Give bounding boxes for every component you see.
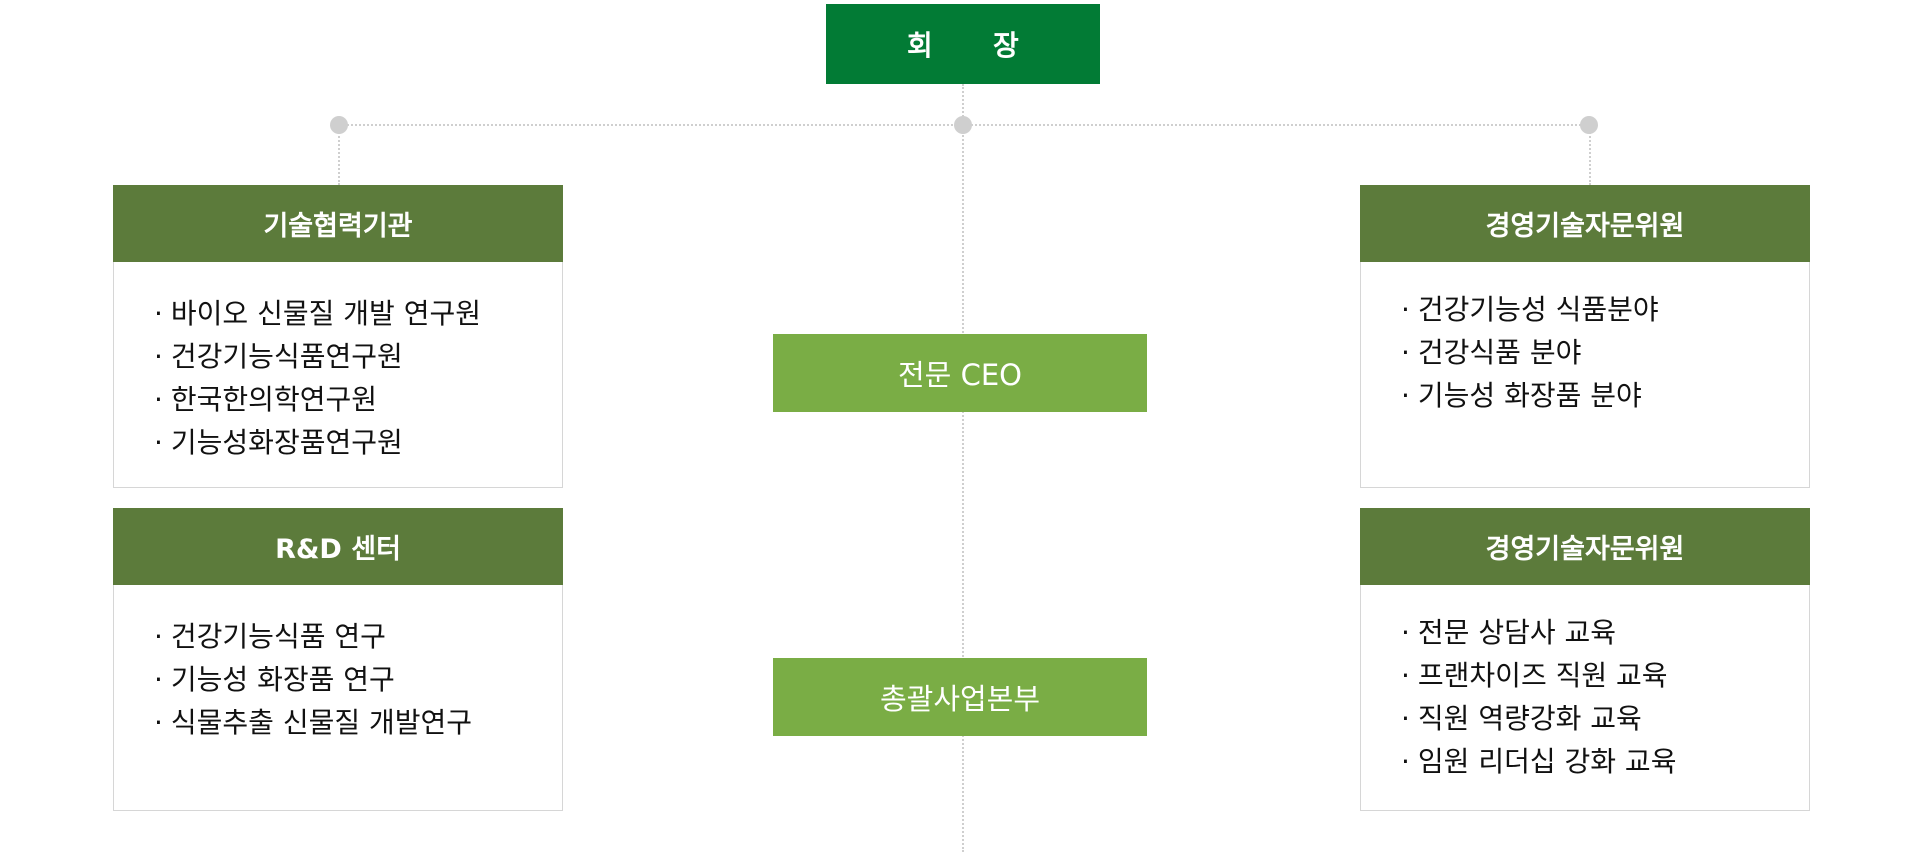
list-item: 건강기능성 식품분야	[1401, 288, 1809, 331]
ceo-box: 전문 CEO	[773, 334, 1147, 412]
connector-node-center	[954, 116, 972, 134]
list-item: 기능성화장품연구원	[154, 421, 562, 464]
list-item: 한국한의학연구원	[154, 378, 562, 421]
advisory-committee-card: 경영기술자문위원 건강기능성 식품분야 건강식품 분야 기능성 화장품 분야	[1360, 185, 1810, 488]
list-item: 프랜차이즈 직원 교육	[1401, 654, 1809, 697]
connector-right-drop	[1589, 125, 1591, 185]
card-list: 전문 상담사 교육 프랜차이즈 직원 교육 직원 역량강화 교육 임원 리더십 …	[1361, 585, 1809, 783]
card-list: 건강기능성 식품분야 건강식품 분야 기능성 화장품 분야	[1361, 262, 1809, 417]
list-item: 건강식품 분야	[1401, 331, 1809, 374]
chairman-label-left: 회	[907, 29, 933, 62]
connector-node-left	[330, 116, 348, 134]
chairman-box: 회 장	[826, 4, 1100, 84]
card-title: 경영기술자문위원	[1360, 185, 1810, 262]
card-list: 건강기능식품 연구 기능성 화장품 연구 식물추출 신물질 개발연구	[114, 585, 562, 744]
connector-left-drop	[338, 125, 340, 185]
list-item: 전문 상담사 교육	[1401, 611, 1809, 654]
advisory-education-card: 경영기술자문위원 전문 상담사 교육 프랜차이즈 직원 교육 직원 역량강화 교…	[1360, 508, 1810, 811]
business-headquarters-box: 총괄사업본부	[773, 658, 1147, 736]
list-item: 바이오 신물질 개발 연구원	[154, 292, 562, 335]
list-item: 기능성 화장품 연구	[154, 658, 562, 701]
list-item: 직원 역량강화 교육	[1401, 697, 1809, 740]
list-item: 건강기능식품 연구	[154, 615, 562, 658]
tech-cooperation-card: 기술협력기관 바이오 신물질 개발 연구원 건강기능식품연구원 한국한의학연구원…	[113, 185, 563, 488]
rnd-center-card: R&D 센터 건강기능식품 연구 기능성 화장품 연구 식물추출 신물질 개발연…	[113, 508, 563, 811]
card-title: R&D 센터	[113, 508, 563, 585]
list-item: 기능성 화장품 분야	[1401, 374, 1809, 417]
list-item: 임원 리더십 강화 교육	[1401, 740, 1809, 783]
connector-main-vertical	[962, 84, 964, 852]
chairman-label-right: 장	[993, 29, 1019, 62]
list-item: 건강기능식품연구원	[154, 335, 562, 378]
card-list: 바이오 신물질 개발 연구원 건강기능식품연구원 한국한의학연구원 기능성화장품…	[114, 262, 562, 464]
list-item: 식물추출 신물질 개발연구	[154, 701, 562, 744]
connector-node-right	[1580, 116, 1598, 134]
card-title: 기술협력기관	[113, 185, 563, 262]
card-title: 경영기술자문위원	[1360, 508, 1810, 585]
